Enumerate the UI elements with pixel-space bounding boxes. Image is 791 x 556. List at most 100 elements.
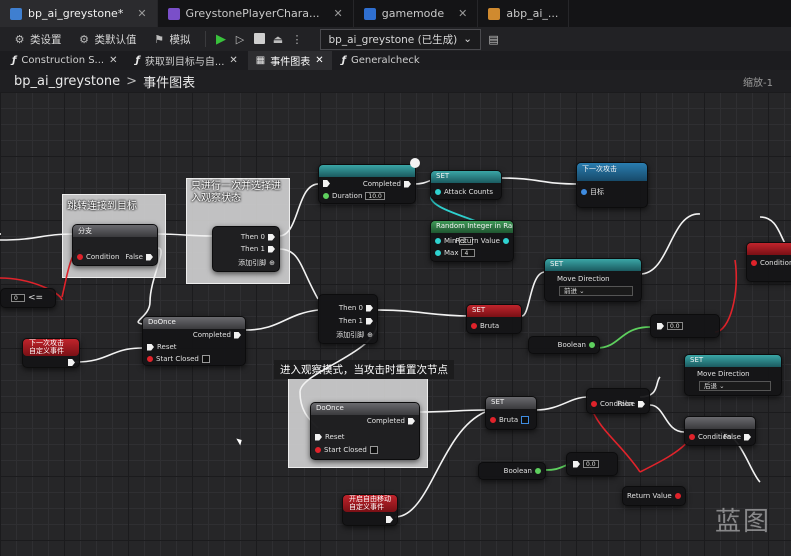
- boolean-variable-node[interactable]: Boolean: [478, 462, 546, 480]
- step-icon[interactable]: ▷: [235, 32, 245, 46]
- sequence-node[interactable]: Then 0 Then 1 添加引脚⊕: [212, 226, 280, 272]
- then1-pin[interactable]: Then 1: [241, 245, 275, 253]
- duration-value[interactable]: 10.0: [365, 192, 385, 200]
- close-icon[interactable]: ✕: [333, 7, 343, 20]
- bruta-pin[interactable]: Bruta: [490, 416, 530, 424]
- play-icon[interactable]: ▶: [216, 31, 226, 47]
- variable-node[interactable]: 0.0: [566, 452, 618, 476]
- close-icon[interactable]: ✕: [137, 7, 147, 20]
- close-icon[interactable]: ✕: [315, 55, 324, 66]
- add-pin-button[interactable]: 添加引脚⊕: [336, 331, 373, 339]
- exec-wire: [0, 233, 75, 241]
- comment-title-bar: 进入观察模式，当攻击时重置次节点: [274, 360, 454, 379]
- min-value[interactable]: 2: [459, 237, 474, 245]
- branch-node[interactable]: Condition: [746, 242, 791, 282]
- then1-pin[interactable]: Then 1: [339, 317, 373, 325]
- return-value-pin[interactable]: Return Value: [627, 492, 681, 500]
- branch-node[interactable]: Condition False: [586, 388, 650, 414]
- completed-pin[interactable]: Completed: [363, 180, 411, 188]
- set-node[interactable]: SET Bruta: [466, 304, 522, 334]
- stop-icon[interactable]: [253, 32, 266, 46]
- then0-pin[interactable]: Then 0: [241, 233, 275, 241]
- variable-node[interactable]: 0.0: [650, 314, 720, 338]
- close-icon[interactable]: ✕: [109, 55, 118, 66]
- branch-node[interactable]: Condition False: [684, 416, 756, 446]
- exec-out-pin[interactable]: [386, 516, 393, 523]
- pin-label: False: [125, 253, 143, 261]
- editor-tab-bar: bp_ai_greystone* ✕ GreystonePlayerChara.…: [0, 0, 791, 27]
- reset-pin[interactable]: Reset: [315, 433, 345, 441]
- tab-label: GreystonePlayerChara...: [185, 7, 320, 20]
- breadcrumb-root[interactable]: bp_ai_greystone: [14, 73, 121, 89]
- exec-in-pin[interactable]: [323, 180, 330, 187]
- completed-pin[interactable]: Completed: [367, 417, 415, 425]
- condition-pin[interactable]: Condition: [591, 400, 633, 408]
- class-defaults-button[interactable]: ⚙ 类默认值: [73, 30, 142, 49]
- start-closed-pin[interactable]: Start Closed: [315, 446, 378, 454]
- boolean-variable-node[interactable]: Boolean: [528, 336, 600, 354]
- set-move-direction-node[interactable]: SET Move Direction 后退 ⌄: [684, 354, 782, 396]
- boolean-pin[interactable]: Boolean: [558, 341, 595, 349]
- doonce-node[interactable]: DoOnce Completed Reset Start Closed: [142, 316, 246, 366]
- condition-pin[interactable]: Condition: [751, 259, 791, 267]
- more-options-icon[interactable]: ⋮: [291, 32, 303, 46]
- false-pin[interactable]: False: [617, 400, 645, 408]
- boolean-pin[interactable]: Boolean: [504, 467, 541, 475]
- target-pin[interactable]: 目标: [581, 187, 604, 197]
- set-attack-counts-node[interactable]: SET Attack Counts: [430, 170, 502, 200]
- tab-gamemode[interactable]: gamemode ✕: [354, 0, 479, 27]
- node-header: DoOnce: [143, 317, 245, 329]
- return-value-pin[interactable]: Return Value: [455, 237, 509, 245]
- set-move-direction-node[interactable]: SET Move Direction 前进 ⌄: [544, 258, 642, 302]
- custom-event-node[interactable]: 开启自由移动 自定义事件: [342, 494, 398, 526]
- tab-bp-ai-greystone[interactable]: bp_ai_greystone* ✕: [0, 0, 158, 27]
- graph-canvas[interactable]: 跳转连接到目标 只进行一次并选择进入观察状态 进入观察模式，当攻击时重置次节点: [0, 92, 791, 556]
- move-direction-pin[interactable]: Move Direction: [557, 275, 610, 283]
- tab-greystone-player[interactable]: GreystonePlayerChara... ✕: [158, 0, 354, 27]
- tab-event-graph[interactable]: ▦ 事件图表 ✕: [247, 51, 332, 70]
- move-direction-dropdown[interactable]: 前进 ⌄: [559, 286, 633, 296]
- tab-generalcheck[interactable]: ƒ Generalcheck: [334, 53, 428, 68]
- eject-icon[interactable]: ⏏: [272, 32, 284, 46]
- start-closed-pin[interactable]: Start Closed: [147, 355, 210, 363]
- reset-pin[interactable]: Reset: [147, 343, 177, 351]
- close-icon[interactable]: ✕: [458, 7, 468, 20]
- custom-event-node[interactable]: 下一次攻击 自定义事件: [22, 338, 80, 368]
- set-node[interactable]: SET Bruta: [485, 396, 537, 430]
- false-pin[interactable]: False: [723, 433, 751, 441]
- next-attack-call-node[interactable]: 下一次攻击 目标: [576, 162, 648, 208]
- compare-node[interactable]: 0<=: [0, 288, 56, 308]
- browse-icon[interactable]: ▤: [488, 32, 499, 46]
- doonce-node[interactable]: DoOnce Completed Reset Start Closed: [310, 402, 420, 460]
- attack-counts-pin[interactable]: Attack Counts: [435, 188, 493, 196]
- class-settings-button[interactable]: ⚙ 类设置: [8, 30, 67, 49]
- close-icon[interactable]: ✕: [229, 55, 238, 66]
- move-direction-dropdown[interactable]: 后退 ⌄: [699, 381, 771, 391]
- sequence-node[interactable]: Then 0 Then 1 添加引脚⊕: [318, 294, 378, 344]
- condition-pin[interactable]: Condition: [77, 253, 119, 261]
- max-value[interactable]: 4: [461, 249, 476, 257]
- branch-node[interactable]: 分支 Condition False: [72, 224, 158, 266]
- add-pin-button[interactable]: 添加引脚⊕: [238, 259, 275, 267]
- tab-construction-script[interactable]: ƒ Construction S... ✕: [4, 53, 125, 68]
- value-field[interactable]: 0.0: [667, 322, 683, 330]
- bruta-pin[interactable]: Bruta: [471, 322, 499, 330]
- return-value-node[interactable]: Return Value: [622, 486, 686, 506]
- tab-abp-ai[interactable]: abp_ai_...: [478, 0, 570, 27]
- tab-get-target[interactable]: ƒ 获取到目标与自... ✕: [127, 51, 245, 70]
- false-pin[interactable]: False: [125, 253, 153, 261]
- debug-object-dropdown[interactable]: bp_ai_greystone (已生成) ⌄: [319, 28, 482, 50]
- exec-out-pin[interactable]: [68, 359, 75, 366]
- condition-pin[interactable]: Condition: [689, 433, 731, 441]
- reroute-node[interactable]: [410, 158, 420, 168]
- event-header: 下一次攻击 自定义事件: [23, 339, 79, 356]
- completed-pin[interactable]: Completed: [193, 331, 241, 339]
- simulate-button[interactable]: ⚑ 模拟: [148, 30, 196, 49]
- move-direction-pin[interactable]: Move Direction: [697, 370, 750, 378]
- then0-pin[interactable]: Then 0: [339, 304, 373, 312]
